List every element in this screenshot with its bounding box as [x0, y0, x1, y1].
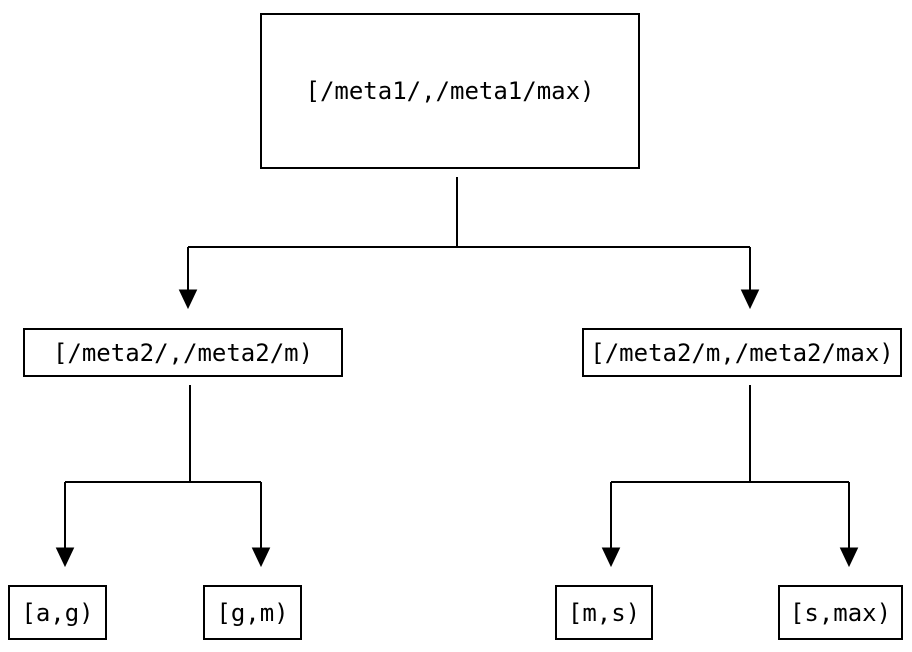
tree-node-label: [/meta2/,/meta2/m)	[52, 338, 314, 367]
tree-node-label: [/meta1/,/meta1/max)	[305, 77, 595, 105]
tree-node-leaf-s-max: [s,max)	[778, 585, 903, 640]
tree-node-leaf-g-m: [g,m)	[203, 585, 302, 640]
tree-node-leaf-a-g: [a,g)	[8, 585, 107, 640]
arrow-down-icon	[55, 547, 75, 568]
arrow-down-icon	[740, 289, 760, 310]
arrow-down-icon	[839, 547, 859, 568]
tree-node-label: [g,m)	[216, 598, 289, 627]
tree-node-label: [/meta2/m,/meta2/max)	[590, 338, 894, 367]
arrow-down-icon	[601, 547, 621, 568]
tree-node-leaf-m-s: [m,s)	[555, 585, 653, 640]
tree-node-meta2-low: [/meta2/,/meta2/m)	[23, 328, 343, 377]
tree-node-label: [s,max)	[789, 598, 892, 627]
tree-node-meta2-high: [/meta2/m,/meta2/max)	[582, 328, 902, 377]
tree-node-label: [a,g)	[21, 598, 94, 627]
arrow-down-icon	[178, 289, 198, 310]
arrow-down-icon	[251, 547, 271, 568]
tree-node-label: [m,s)	[567, 598, 641, 627]
tree-node-root: [/meta1/,/meta1/max)	[260, 13, 640, 169]
